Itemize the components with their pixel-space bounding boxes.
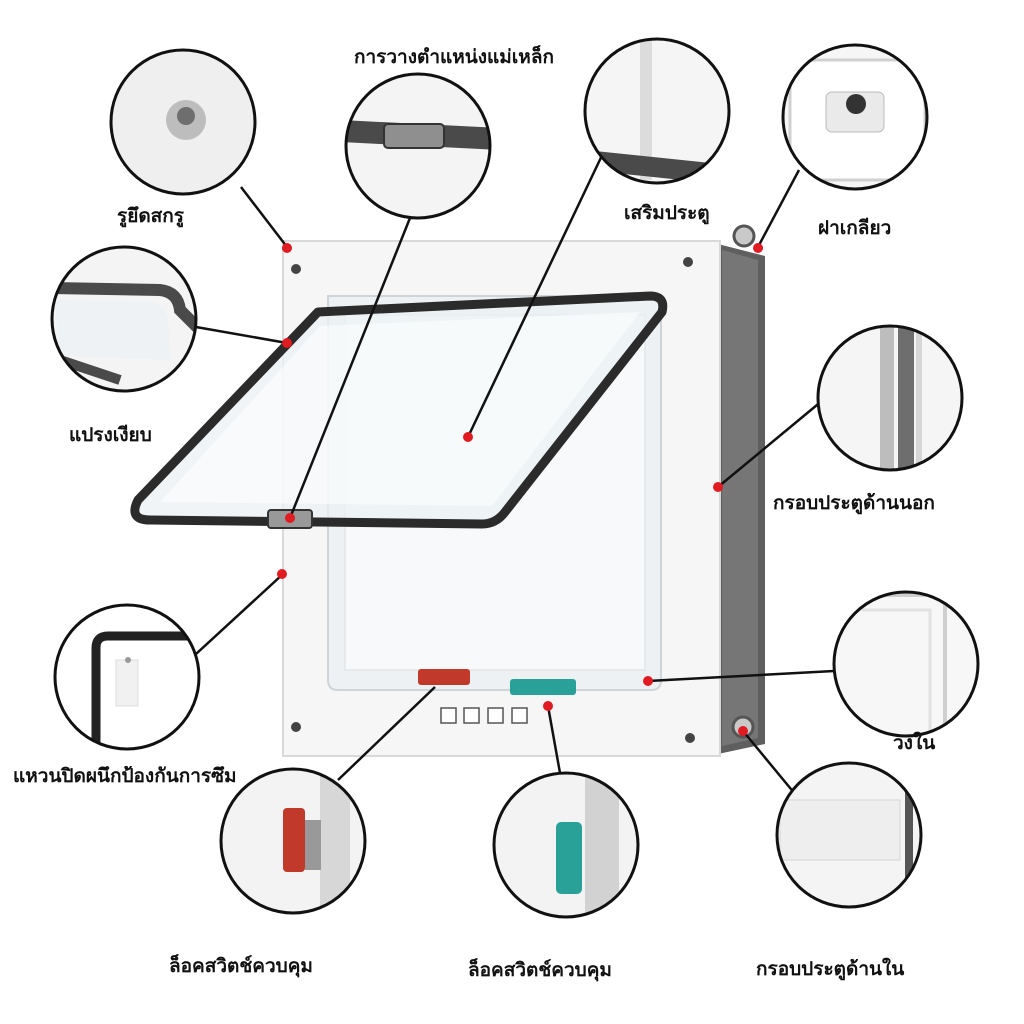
screw-hole-icon — [683, 257, 693, 267]
zoom-door-reinforcement — [583, 37, 731, 185]
zoom-lock-switch-teal — [492, 771, 640, 919]
callout-dot — [282, 243, 292, 253]
label-magnet-position: การวางตำแหน่งแม่เหล็ก — [354, 46, 554, 68]
label-lock-switch-left: ล็อคสวิตช์ควบคุม — [169, 955, 313, 977]
label-door-reinforcement: เสริมประตู — [624, 202, 710, 224]
zoom-seal-ring — [53, 603, 201, 751]
zoom-brush-strip — [50, 245, 198, 393]
callout-dot — [713, 482, 723, 492]
lock-mode-icon — [487, 707, 504, 724]
callout-dot — [753, 243, 763, 253]
leader-lines — [195, 146, 835, 801]
label-screw-hole: รูยึดสกรู — [117, 205, 184, 227]
label-brush-strip: แปรงเงียบ — [69, 424, 152, 446]
callout-dot — [285, 513, 295, 523]
lock-mode-icon — [440, 707, 457, 724]
callout-dot — [463, 432, 473, 442]
zoom-magnet — [344, 72, 492, 220]
lock-switch-teal — [510, 679, 576, 695]
label-seal-ring: แหวนปิดผนึกป้องกันการซึม — [13, 765, 237, 787]
lock-switch-red — [418, 669, 470, 685]
label-inner-ring: วงใน — [893, 732, 936, 754]
lock-mode-icon — [463, 707, 480, 724]
lock-mode-icons — [440, 707, 528, 724]
label-screw-cap: ฝาเกลียว — [818, 217, 892, 239]
callout-dot — [282, 338, 292, 348]
label-outer-frame: กรอบประตูด้านนอก — [773, 492, 935, 514]
screw-hole-icon — [291, 264, 301, 274]
zoom-inner-frame — [775, 761, 923, 909]
callout-dot — [543, 701, 553, 711]
label-lock-switch-center: ล็อคสวิตช์ควบคุม — [468, 959, 612, 981]
screw-cap-icon — [732, 224, 756, 248]
callout-dot — [738, 726, 748, 736]
callout-dot — [277, 569, 287, 579]
zoom-outer-frame — [816, 324, 964, 472]
zoom-inner-ring — [832, 590, 980, 738]
callout-dots — [277, 243, 763, 736]
pet-door — [130, 224, 765, 757]
zoom-lock-switch-red — [219, 767, 367, 915]
callout-dot — [643, 676, 653, 686]
zoom-screw-cap — [781, 43, 929, 191]
label-inner-frame: กรอบประตูด้านใน — [756, 958, 905, 980]
screw-hole-icon — [685, 733, 695, 743]
lock-mode-icon — [511, 707, 528, 724]
screw-hole-icon — [291, 722, 301, 732]
zoom-screw-hole — [109, 48, 257, 196]
